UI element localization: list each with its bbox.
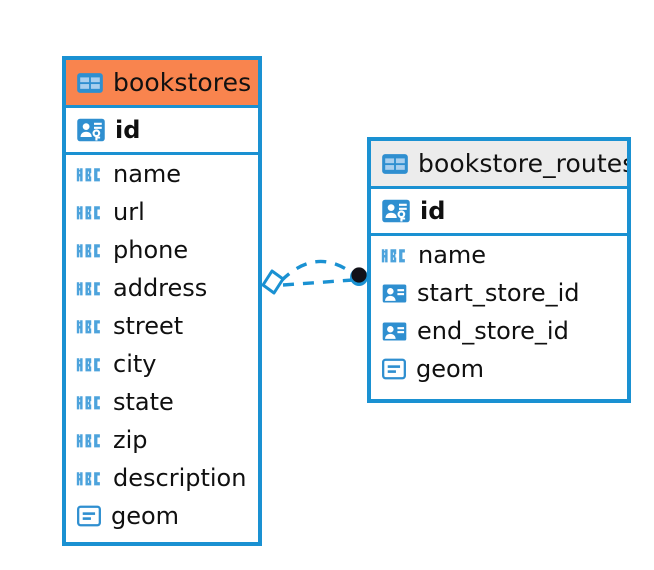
field-name-street: street — [113, 312, 184, 340]
abc-text-icon — [76, 392, 104, 412]
field-row-state[interactable]: state — [66, 383, 258, 421]
field-row-id[interactable]: id — [66, 108, 258, 155]
field-name-phone: phone — [113, 236, 189, 264]
abc-text-icon — [76, 278, 104, 298]
foreign-key-icon — [381, 318, 408, 345]
abc-text-icon — [76, 202, 104, 222]
abc-text-icon — [76, 430, 104, 450]
field-name-name: name — [113, 160, 182, 188]
field-row-id[interactable]: id — [371, 189, 627, 236]
field-name-start-store-id: start_store_id — [417, 279, 580, 307]
field-row-name[interactable]: name — [371, 236, 627, 274]
table-icon — [76, 69, 104, 97]
entity-header-bookstore-routes[interactable]: bookstore_routes — [371, 141, 627, 189]
entity-title-bookstore-routes: bookstore_routes — [418, 149, 631, 178]
field-name-state: state — [113, 388, 174, 416]
geometry-icon — [76, 503, 102, 529]
relationship-circle-endpoint — [351, 267, 367, 283]
table-icon — [381, 150, 409, 178]
primary-key-icon — [76, 115, 106, 145]
field-name-address: address — [113, 274, 208, 302]
field-name-name: name — [418, 241, 487, 269]
entity-header-bookstores[interactable]: bookstores — [66, 60, 258, 108]
relationship-line-curved — [279, 259, 359, 283]
field-name-city: city — [113, 350, 157, 378]
field-name-geom: geom — [111, 502, 180, 530]
field-row-street[interactable]: street — [66, 307, 258, 345]
field-name-zip: zip — [113, 426, 148, 454]
field-name-end-store-id: end_store_id — [417, 317, 569, 345]
field-row-zip[interactable]: zip — [66, 421, 258, 459]
field-name-description: description — [113, 464, 247, 492]
abc-text-icon — [76, 240, 104, 260]
abc-text-icon — [76, 354, 104, 374]
field-name-url: url — [113, 198, 145, 226]
field-row-phone[interactable]: phone — [66, 231, 258, 269]
field-row-address[interactable]: address — [66, 269, 258, 307]
entity-table-bookstores[interactable]: bookstores id — [62, 56, 262, 546]
foreign-key-icon — [381, 280, 408, 307]
entity-title-bookstores: bookstores — [113, 68, 252, 97]
abc-text-icon — [381, 245, 409, 265]
field-row-description[interactable]: description — [66, 459, 258, 497]
field-row-name[interactable]: name — [66, 155, 258, 193]
field-row-geom[interactable]: geom — [371, 350, 627, 388]
field-name-id: id — [115, 116, 141, 144]
abc-text-icon — [76, 316, 104, 336]
field-list-bookstores: id name — [66, 108, 258, 535]
field-row-start-store-id[interactable]: start_store_id — [371, 274, 627, 312]
abc-text-icon — [76, 468, 104, 488]
relationship-line-straight — [282, 278, 354, 287]
primary-key-icon — [381, 196, 411, 226]
entity-table-bookstore-routes[interactable]: bookstore_routes id — [367, 137, 631, 403]
relationship-diamond-endpoint — [261, 269, 285, 295]
field-row-geom[interactable]: geom — [66, 497, 258, 535]
field-row-end-store-id[interactable]: end_store_id — [371, 312, 627, 350]
geometry-icon — [381, 356, 407, 382]
field-row-city[interactable]: city — [66, 345, 258, 383]
field-name-id: id — [420, 197, 446, 225]
field-name-geom: geom — [416, 355, 485, 383]
field-list-bookstore-routes: id name — [371, 189, 627, 388]
field-row-url[interactable]: url — [66, 193, 258, 231]
relationship-circle-halo — [350, 268, 368, 286]
abc-text-icon — [76, 164, 104, 184]
